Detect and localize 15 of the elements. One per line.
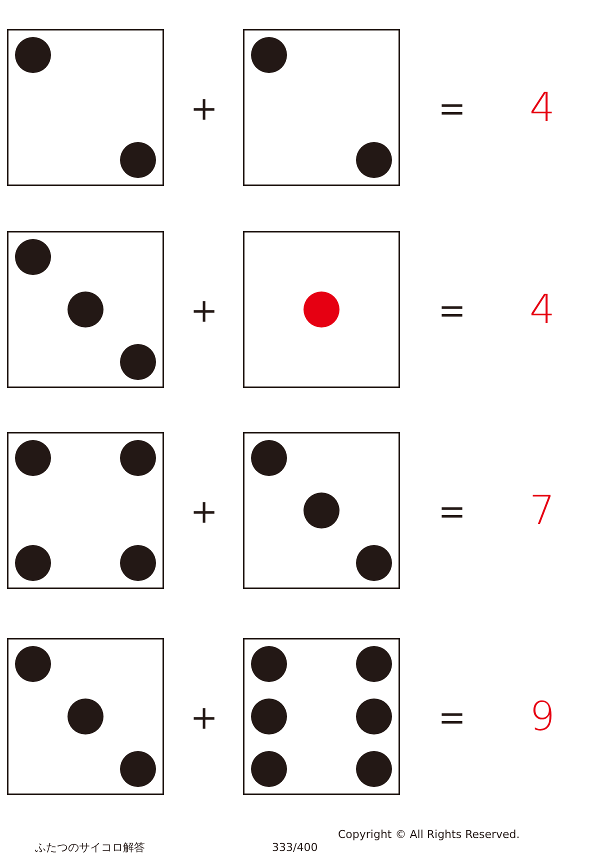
answer-number: 7 (530, 490, 555, 530)
plus-sign: ＋ (184, 290, 224, 330)
plus-sign: ＋ (184, 696, 224, 736)
answer-number: 4 (530, 88, 555, 128)
footer-title: ふたつのサイコロ解答 (35, 842, 145, 853)
equals-sign: ＝ (432, 696, 472, 736)
plus-sign: ＋ (184, 490, 224, 530)
plus-sign: ＋ (184, 88, 224, 128)
answer-number: 4 (530, 290, 555, 330)
equals-sign: ＝ (432, 88, 472, 128)
page-number: 333/400 (272, 842, 318, 853)
copyright-text: Copyright © All Rights Reserved. (338, 829, 520, 840)
answer-number: 9 (530, 696, 555, 736)
equals-sign: ＝ (432, 290, 472, 330)
equals-sign: ＝ (432, 490, 472, 530)
